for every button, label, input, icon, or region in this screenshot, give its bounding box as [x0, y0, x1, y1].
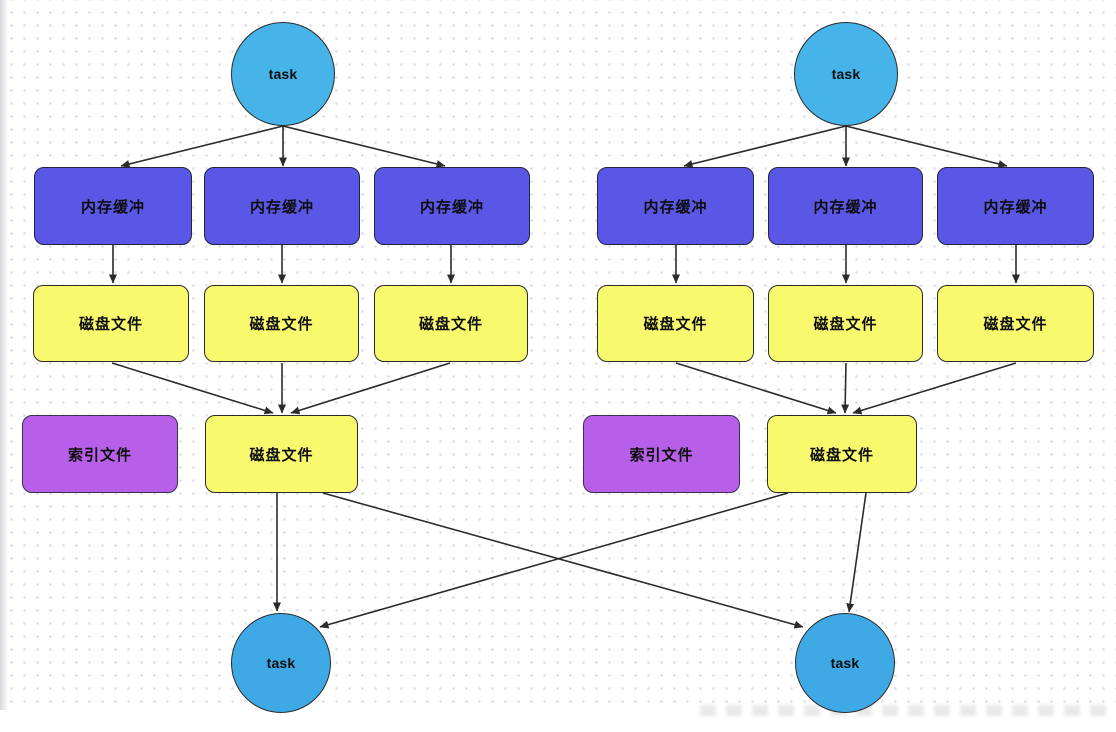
node-right-buffer-1[interactable]: 内存缓冲	[597, 167, 754, 245]
node-left-task-sink[interactable]: task	[231, 613, 331, 713]
node-left-task-source[interactable]: task	[231, 22, 335, 126]
node-right-task-sink[interactable]: task	[795, 613, 895, 713]
node-left-buffer-3[interactable]: 内存缓冲	[374, 167, 530, 245]
node-left-buffer-1[interactable]: 内存缓冲	[34, 167, 192, 245]
node-right-disk-1[interactable]: 磁盘文件	[597, 285, 754, 362]
canvas-left-edge-shadow	[0, 0, 8, 710]
node-right-disk-merged[interactable]: 磁盘文件	[767, 415, 917, 493]
node-right-buffer-2[interactable]: 内存缓冲	[768, 167, 923, 245]
node-left-disk-2[interactable]: 磁盘文件	[204, 285, 359, 362]
node-right-index-file[interactable]: 索引文件	[583, 415, 740, 493]
node-left-disk-merged[interactable]: 磁盘文件	[205, 415, 358, 493]
node-right-disk-3[interactable]: 磁盘文件	[937, 285, 1094, 362]
node-left-disk-1[interactable]: 磁盘文件	[33, 285, 189, 362]
watermark-smudge	[700, 705, 1110, 716]
node-left-disk-3[interactable]: 磁盘文件	[374, 285, 528, 362]
node-left-index-file[interactable]: 索引文件	[22, 415, 178, 493]
node-right-task-source[interactable]: task	[794, 22, 898, 126]
node-left-buffer-2[interactable]: 内存缓冲	[204, 167, 360, 245]
node-right-disk-2[interactable]: 磁盘文件	[768, 285, 923, 362]
node-right-buffer-3[interactable]: 内存缓冲	[937, 167, 1094, 245]
